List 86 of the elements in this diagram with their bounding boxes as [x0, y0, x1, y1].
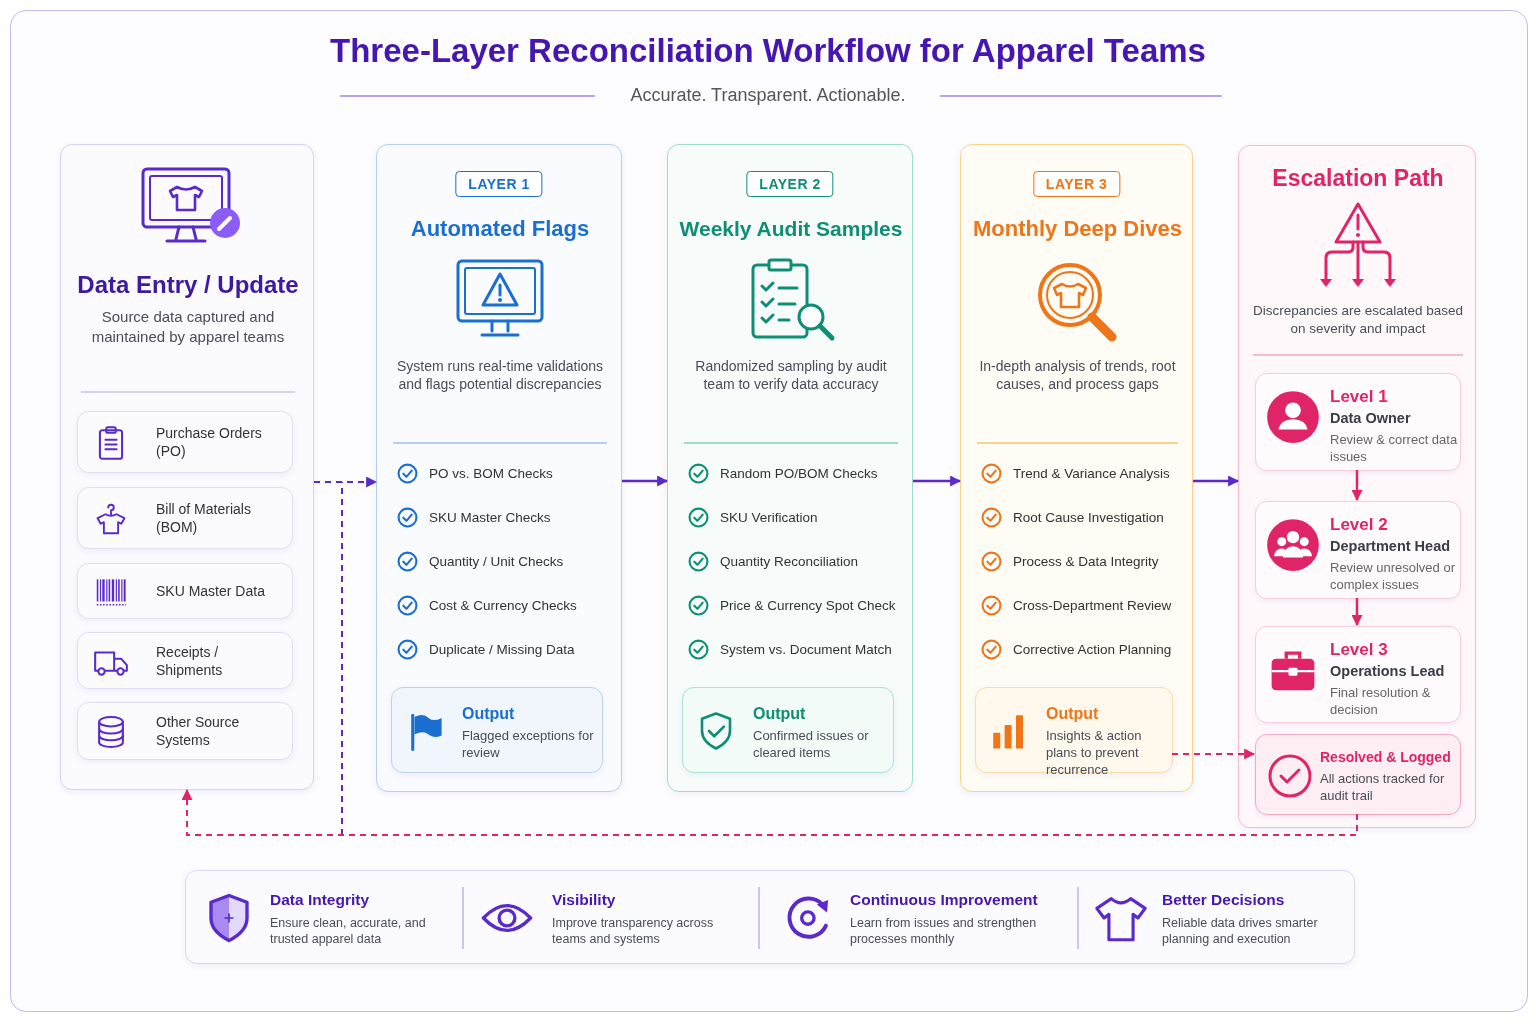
escalation-level-card	[1255, 501, 1461, 599]
escalation-level-card	[1255, 373, 1461, 471]
source-panel	[60, 144, 314, 790]
checklist-item: Cross-Department Review	[1013, 597, 1173, 615]
panel-description: System runs real-time validations and flags potential discrepancies	[395, 357, 605, 394]
diagram-title: Three-Layer Reconciliation Workflow for Apparel Teams	[329, 31, 1207, 71]
role-title: Department Head	[1330, 537, 1452, 556]
benefit-description: Reliable data drives smarter planning and execution	[1162, 915, 1319, 948]
panel-description: Discrepancies are escalated based on severity and impact	[1251, 302, 1465, 338]
output-title: Output	[1046, 704, 1100, 724]
source-item-card	[77, 632, 293, 689]
checklist-item: Corrective Action Planning	[1013, 641, 1173, 659]
output-card	[975, 687, 1173, 773]
arrow	[913, 475, 962, 487]
source-item-card	[77, 487, 293, 549]
level-title: Level 2	[1330, 514, 1389, 536]
arrow	[1351, 470, 1363, 502]
benefit-title: Continuous Improvement	[850, 890, 1039, 910]
checklist-item: Price & Currency Spot Check	[720, 597, 897, 615]
panel-description: Source data captured and maintained by apparel teams	[91, 307, 285, 346]
panel-title: Weekly Audit Samples	[678, 216, 904, 242]
panel-description: Randomized sampling by audit team to verify data accuracy	[694, 357, 888, 394]
checklist-item: PO vs. BOM Checks	[429, 465, 554, 483]
source-label: SKU Master Data	[156, 581, 266, 601]
source-label: Purchase Orders (PO)	[156, 423, 263, 461]
source-label: Receipts / Shipments	[156, 642, 224, 679]
resolved-description: All actions tracked for audit trail	[1320, 771, 1446, 805]
source-label: Bill of Materials (BOM)	[156, 499, 252, 537]
panel-description: In-depth analysis of trends, root causes, and process gaps	[978, 357, 1177, 394]
escalation-level-card	[1255, 626, 1461, 723]
resolved-card	[1255, 734, 1461, 815]
dashed-arrow	[313, 476, 378, 836]
arrow	[1351, 598, 1363, 627]
layer-panel	[960, 144, 1193, 792]
checklist-item: SKU Master Checks	[429, 509, 552, 527]
output-card	[391, 687, 603, 773]
level-title: Level 1	[1330, 386, 1389, 408]
benefit-title: Data Integrity	[270, 890, 371, 910]
source-item-card	[77, 563, 293, 619]
checklist-item: Random PO/BOM Checks	[720, 465, 879, 483]
arrow	[622, 475, 669, 487]
role-description: Review unresolved or complex issues	[1330, 560, 1456, 594]
benefits-panel	[185, 870, 1355, 964]
subtitle: Accurate. Transparent. Actionable.	[630, 84, 906, 107]
output-description: Insights & action plans to prevent recurrence	[1046, 728, 1143, 779]
role-description: Final resolution & decision	[1330, 685, 1432, 719]
panel-title: Data Entry / Update	[76, 270, 300, 300]
output-card	[682, 687, 894, 773]
checklist-item: SKU Verification	[720, 509, 819, 527]
layer-panel	[667, 144, 913, 792]
benefit-title: Visibility	[552, 890, 617, 910]
dashed-arrow	[1171, 748, 1256, 760]
checklist-item: Root Cause Investigation	[1013, 509, 1165, 527]
escalation-panel	[1238, 145, 1476, 828]
resolved-title: Resolved & Logged	[1320, 748, 1452, 767]
benefit-description: Ensure clean, accurate, and trusted apparel data	[270, 915, 427, 948]
role-description: Review & correct data issues	[1330, 432, 1458, 466]
level-title: Level 3	[1330, 639, 1389, 661]
checklist-item: Quantity / Unit Checks	[429, 553, 565, 571]
arrow	[1193, 475, 1240, 487]
checklist-item: Duplicate / Missing Data	[429, 641, 576, 659]
panel-title: Monthly Deep Dives	[971, 215, 1183, 243]
output-description: Confirmed issues or cleared items	[753, 728, 870, 762]
benefit-title: Better Decisions	[1162, 890, 1286, 910]
role-title: Data Owner	[1330, 409, 1412, 428]
output-title: Output	[753, 704, 807, 724]
checklist-item: Quantity Reconciliation	[720, 553, 860, 571]
output-title: Output	[462, 704, 516, 724]
checklist-item: Trend & Variance Analysis	[1013, 465, 1171, 483]
checklist-item: Cost & Currency Checks	[429, 597, 578, 615]
output-description: Flagged exceptions for review	[462, 728, 595, 762]
source-item-card	[77, 411, 293, 473]
layer-badge: LAYER 3	[1032, 171, 1121, 198]
source-label: Other Source Systems	[156, 712, 241, 750]
dashed-arrow	[181, 788, 1358, 836]
layer-badge: LAYER 1	[455, 171, 543, 198]
panel-title: Automated Flags	[409, 215, 591, 243]
panel-title: Escalation Path	[1271, 164, 1445, 193]
layer-badge: LAYER 2	[746, 171, 834, 198]
benefit-description: Improve transparency across teams and systems	[552, 915, 715, 948]
layer-panel	[376, 144, 622, 792]
checklist-item: System vs. Document Match	[720, 641, 893, 659]
role-title: Operations Lead	[1330, 662, 1446, 681]
checklist-item: Process & Data Integrity	[1013, 553, 1160, 571]
benefit-description: Learn from issues and strengthen processes monthly	[850, 915, 1038, 948]
source-item-card	[77, 702, 293, 760]
